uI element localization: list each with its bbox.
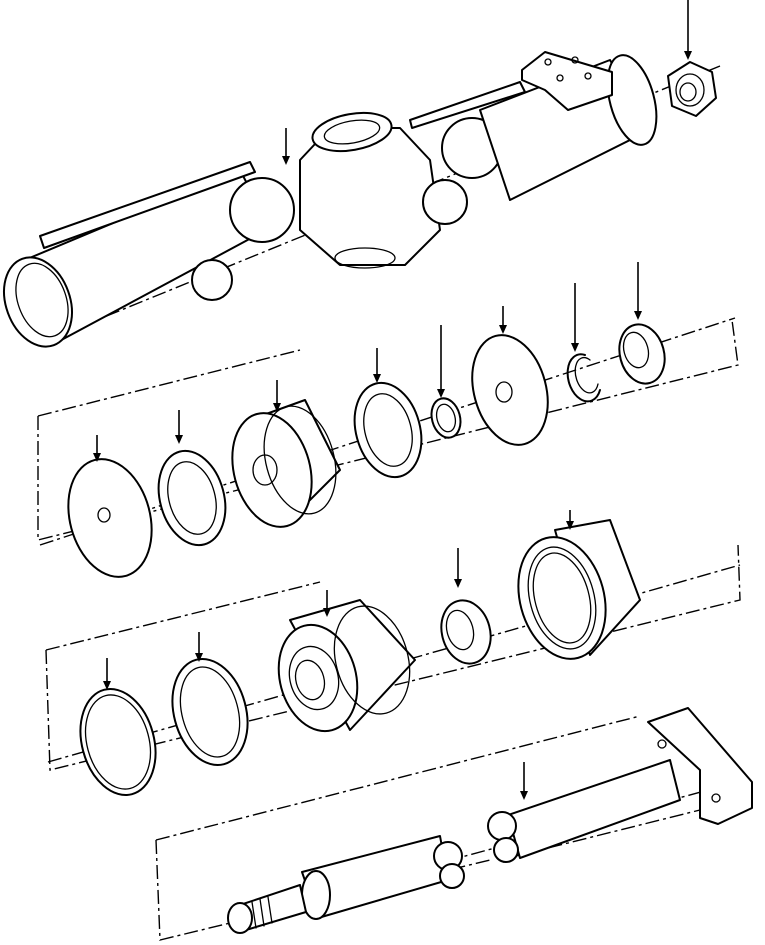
row-3-parts: [227, 707, 753, 934]
arrow-down-icon: [323, 590, 331, 617]
seal-ring-2: [171, 658, 249, 766]
rod-eye: [487, 707, 753, 863]
piston-rod: [227, 835, 465, 934]
arrow-down-icon: [684, 0, 692, 60]
frame-row-2-top: [45, 581, 321, 651]
tube-rail-right: [409, 81, 526, 129]
leader-arrows: [93, 0, 692, 800]
arrow-down-icon: [634, 262, 642, 320]
frame-row-3-top: [155, 715, 641, 841]
flat-washer: [471, 334, 549, 446]
row-2-parts: [79, 519, 641, 796]
arrow-down-icon: [437, 325, 445, 398]
mount-plate: [521, 51, 613, 111]
piston: [231, 399, 341, 528]
head-nut: [517, 519, 641, 660]
arrow-down-icon: [499, 306, 507, 334]
frame-row-1-top: [37, 349, 301, 417]
o-ring: [430, 397, 462, 439]
arrow-down-icon: [93, 435, 101, 462]
trunnion-port: [311, 111, 393, 153]
seal-ring: [353, 381, 423, 479]
frame-row-2: [45, 544, 741, 771]
break-circle-3: [422, 179, 468, 225]
bushing: [440, 599, 492, 665]
arrow-down-icon: [273, 380, 281, 412]
break-circle-1: [191, 259, 233, 301]
arrow-down-icon: [103, 658, 111, 690]
backup-ring: [79, 688, 157, 796]
snap-ring: [566, 353, 601, 403]
washer: [67, 458, 153, 578]
wear-ring: [157, 449, 227, 547]
arrow-down-icon: [566, 510, 574, 530]
arrow-down-icon: [282, 128, 290, 165]
arrow-down-icon: [571, 283, 579, 352]
arrow-down-icon: [195, 632, 203, 662]
break-circle-2: [229, 177, 295, 243]
wiper: [618, 323, 666, 385]
arrow-down-icon: [373, 348, 381, 383]
tube-end-cap: [3, 256, 73, 348]
tube-right-end: [606, 54, 658, 146]
row-1-parts: [67, 323, 666, 578]
cylinder-tube: [3, 51, 717, 348]
arrow-down-icon: [175, 410, 183, 444]
gland: [277, 599, 416, 733]
lock-nut: [667, 61, 717, 117]
tube-rail-left: [39, 161, 256, 249]
arrow-down-icon: [454, 548, 462, 588]
arrow-down-icon: [520, 762, 528, 800]
